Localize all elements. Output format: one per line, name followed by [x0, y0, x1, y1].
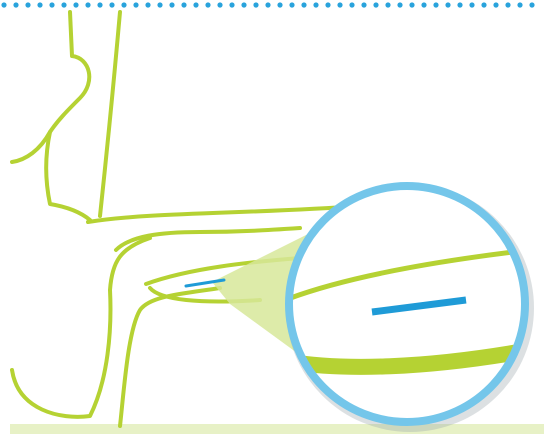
border-dot — [493, 2, 498, 7]
border-dot — [457, 2, 462, 7]
vertical-stem — [100, 12, 120, 216]
left-tube-inner — [120, 288, 220, 426]
border-dot — [505, 2, 510, 7]
border-dot — [37, 2, 42, 7]
border-dot — [445, 2, 450, 7]
zoom-circle — [280, 184, 534, 432]
left-tube-outer — [12, 238, 150, 417]
border-dot — [13, 2, 18, 7]
border-dot — [373, 2, 378, 7]
border-dot — [97, 2, 102, 7]
border-dot — [361, 2, 366, 7]
border-dot — [205, 2, 210, 7]
border-dot — [241, 2, 246, 7]
border-dot — [421, 2, 426, 7]
border-dot — [85, 2, 90, 7]
border-dot — [313, 2, 318, 7]
border-dot — [409, 2, 414, 7]
border-dot — [517, 2, 522, 7]
border-dot — [349, 2, 354, 7]
border-dot — [469, 2, 474, 7]
border-dot — [145, 2, 150, 7]
upper-contour — [12, 12, 89, 162]
border-dot — [529, 2, 534, 7]
border-dot — [397, 2, 402, 7]
border-dot — [325, 2, 330, 7]
border-dot — [277, 2, 282, 7]
border-dot — [181, 2, 186, 7]
border-dot — [385, 2, 390, 7]
border-dot — [73, 2, 78, 7]
border-dot — [265, 2, 270, 7]
border-dot — [193, 2, 198, 7]
border-dot — [25, 2, 30, 7]
dotted-border — [1, 2, 534, 7]
border-dot — [253, 2, 258, 7]
border-dot — [289, 2, 294, 7]
border-dot — [1, 2, 6, 7]
border-dot — [433, 2, 438, 7]
border-dot — [133, 2, 138, 7]
border-dot — [109, 2, 114, 7]
footer-band — [10, 424, 544, 434]
border-dot — [229, 2, 234, 7]
border-dot — [217, 2, 222, 7]
border-dot — [157, 2, 162, 7]
border-dot — [301, 2, 306, 7]
inner-contour — [46, 132, 90, 220]
border-dot — [169, 2, 174, 7]
border-dot — [61, 2, 66, 7]
border-dot — [49, 2, 54, 7]
border-dot — [121, 2, 126, 7]
border-dot — [337, 2, 342, 7]
border-dot — [481, 2, 486, 7]
